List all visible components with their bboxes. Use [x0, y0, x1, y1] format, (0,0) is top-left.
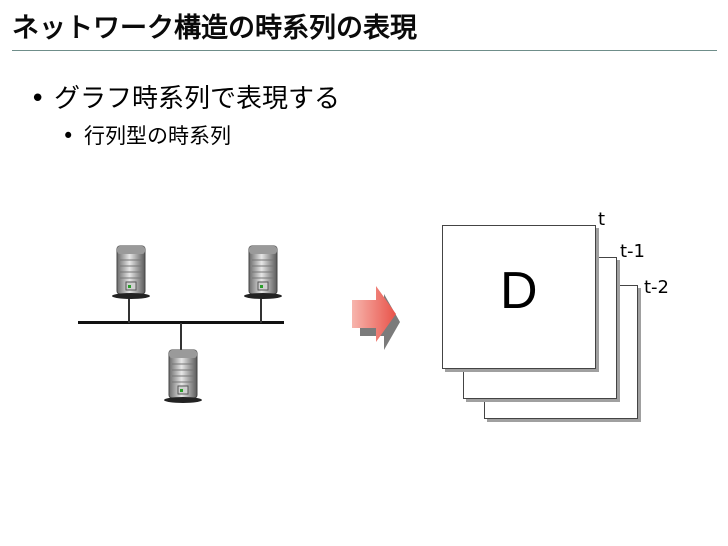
time-label-t: t — [598, 209, 606, 230]
server-icon — [244, 245, 282, 299]
bullet-level-1: • グラフ時系列で表現する — [30, 78, 340, 115]
network-drop-line — [128, 296, 130, 323]
network-drop-line — [180, 323, 182, 351]
matrix-letter: D — [500, 262, 538, 320]
title-divider — [12, 50, 717, 51]
slide-title: ネットワーク構造の時系列の表現 — [12, 13, 417, 44]
time-label-t-2: t-2 — [644, 277, 670, 298]
network-bus-line — [78, 321, 284, 324]
time-label-t-1: t-1 — [620, 241, 646, 262]
bullet-text: グラフ時系列で表現する — [54, 84, 341, 114]
network-diagram — [70, 240, 300, 410]
server-icon — [164, 349, 202, 403]
matrix-time-series: D t t-1 t-2 — [430, 205, 690, 435]
matrix-sheet-t — [442, 225, 596, 369]
network-drop-line — [260, 296, 262, 323]
bullet-marker: • — [62, 124, 75, 148]
bullet-level-2: • 行列型の時系列 — [62, 120, 231, 150]
bullet-text: 行列型の時系列 — [84, 124, 231, 148]
right-arrow-icon — [352, 286, 400, 350]
server-icon — [112, 245, 150, 299]
bullet-marker: • — [30, 84, 46, 114]
